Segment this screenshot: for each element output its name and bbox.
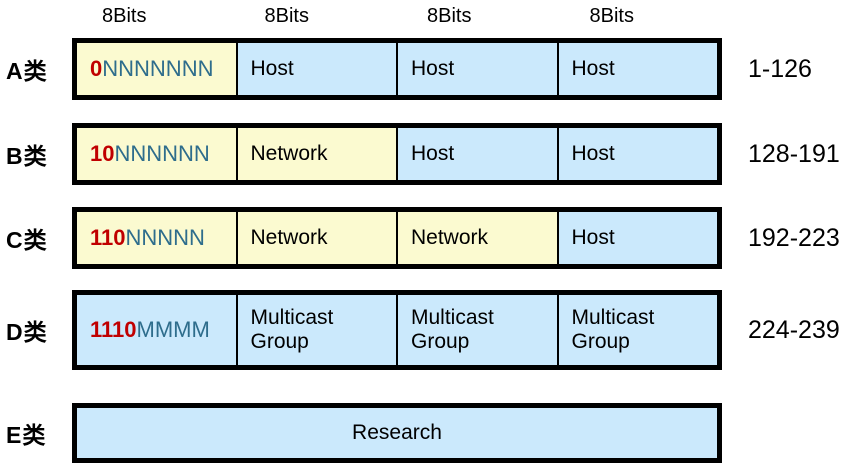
class-a-octet3-cell: Host <box>396 43 557 95</box>
class-a-bits-suffix: NNNNNNN <box>102 56 214 82</box>
class-c-label: C类 <box>6 227 48 253</box>
class-d-octet2-text: Multicast Group <box>250 305 334 353</box>
class-d-bits-prefix: 1110 <box>90 317 137 343</box>
class-b-octet4-cell: Host <box>556 128 717 180</box>
class-c-octet2-cell: Network <box>235 212 396 264</box>
class-a-octet2-cell: Host <box>235 43 396 95</box>
class-b-octet2-cell: Network <box>235 128 396 180</box>
class-e-box: Research <box>72 403 722 463</box>
class-d-label: D类 <box>6 319 48 345</box>
class-d-octet3-text: Multicast Group <box>411 305 494 353</box>
class-d-octet3-cell: Multicast Group <box>396 295 557 365</box>
class-c-bits-prefix: 110 <box>90 225 126 251</box>
class-c-octet3-cell: Network <box>396 212 557 264</box>
class-e-research-cell: Research <box>77 408 717 458</box>
class-c-range: 192-223 <box>748 223 840 252</box>
class-e-row: E类 Research <box>0 403 864 463</box>
class-d-octet4-text: Multicast Group <box>571 305 655 353</box>
class-d-bits-suffix: MMMM <box>136 317 210 343</box>
class-d-octet2-cell: Multicast Group <box>235 295 396 365</box>
class-b-bits-prefix: 10 <box>90 141 115 167</box>
bits-label-2: 8Bits <box>264 5 309 27</box>
class-b-octet3-cell: Host <box>396 128 557 180</box>
class-a-bits-prefix: 0 <box>90 56 103 82</box>
class-d-octet4-cell: Multicast Group <box>556 295 717 365</box>
class-b-label: B类 <box>6 143 48 169</box>
class-e-label: E类 <box>6 422 47 448</box>
class-b-bits-suffix: NNNNNN <box>114 141 210 167</box>
class-a-label: A类 <box>6 58 48 84</box>
class-a-range: 1-126 <box>748 54 812 83</box>
bits-label-4: 8Bits <box>589 5 634 27</box>
class-d-range: 224-239 <box>748 315 840 344</box>
class-a-octet4-cell: Host <box>556 43 717 95</box>
bits-label-3: 8Bits <box>427 5 472 27</box>
class-b-range: 128-191 <box>748 139 840 168</box>
class-c-octet4-cell: Host <box>556 212 717 264</box>
class-c-bits-suffix: NNNNN <box>125 225 205 251</box>
bits-header: 8Bits 8Bits 8Bits 8Bits <box>72 0 722 38</box>
bits-label-1: 8Bits <box>102 5 147 27</box>
